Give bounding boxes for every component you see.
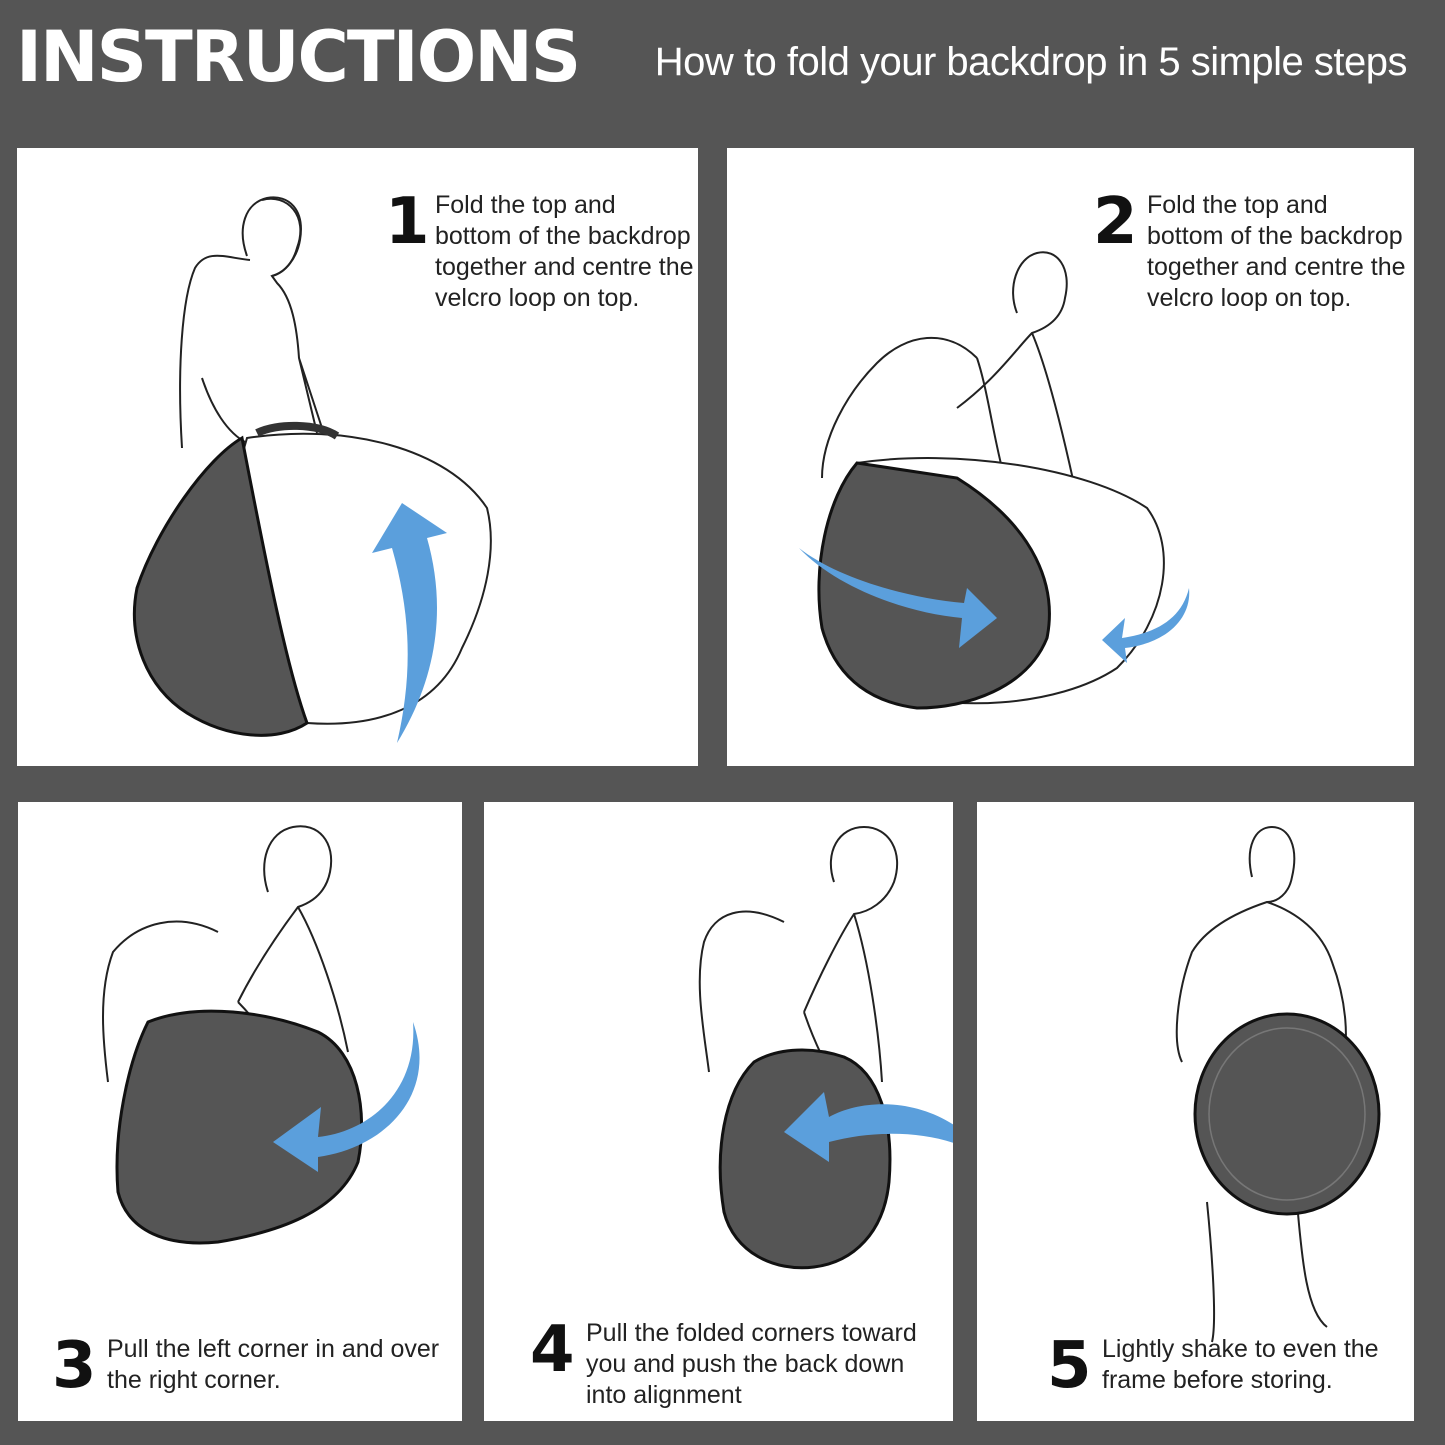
arrow-up-icon: [372, 503, 447, 743]
arrow-down-left-icon: [273, 1022, 420, 1172]
person-figure: [821, 251, 1078, 499]
person-figure: [102, 825, 349, 1083]
backdrop-dark: [132, 435, 309, 737]
step-5-panel: 5 Lightly shake to even the frame before…: [977, 802, 1414, 1421]
step-1-panel: 1 Fold the top and bottom of the backdro…: [17, 148, 698, 766]
step-3-illustration: [102, 825, 420, 1245]
page-title: INSTRUCTIONS: [16, 16, 581, 98]
backdrop-dark: [115, 1009, 364, 1245]
arrow-left-icon: [784, 1092, 953, 1162]
velcro-loop: [255, 421, 340, 440]
step-2-text: Fold the top and bottom of the backdrop …: [1147, 191, 1406, 312]
step-4-number: 4: [530, 1313, 575, 1387]
person-figure: [698, 825, 899, 1088]
step-3-panel: 3 Pull the left corner in and over the r…: [18, 802, 462, 1421]
folded-backdrop: [1193, 1012, 1381, 1216]
backdrop-dark: [817, 461, 1051, 710]
backdrop-rim: [1208, 1027, 1366, 1201]
step-5-number: 5: [1047, 1329, 1092, 1403]
step-3-number: 3: [52, 1329, 97, 1403]
step-1-number: 1: [385, 185, 430, 259]
page-subtitle: How to fold your backdrop in 5 simple st…: [654, 40, 1408, 84]
step-4-illustration: [698, 825, 953, 1270]
person-figure: [1175, 825, 1347, 1343]
head-outline: [241, 196, 302, 277]
step-4-panel: 4 Pull the folded corners toward you and…: [484, 802, 953, 1421]
step-3-text: Pull the left corner in and over the rig…: [107, 1335, 440, 1394]
step-2-panel: 2 Fold the top and bottom of the backdro…: [727, 148, 1414, 766]
step-1-illustration: [132, 196, 492, 743]
step-4-text: Pull the folded corners toward you and p…: [586, 1319, 917, 1409]
step-5-text: Lightly shake to even the frame before s…: [1102, 1335, 1379, 1394]
step-5-illustration: [1175, 825, 1381, 1343]
arrow-left-icon: [1102, 588, 1190, 663]
step-2-illustration: [799, 251, 1190, 710]
step-2-number: 2: [1093, 185, 1138, 259]
arrow-right-icon: [799, 548, 997, 648]
step-1-text: Fold the top and bottom of the backdrop …: [435, 191, 694, 312]
backdrop-dark: [718, 1048, 892, 1270]
